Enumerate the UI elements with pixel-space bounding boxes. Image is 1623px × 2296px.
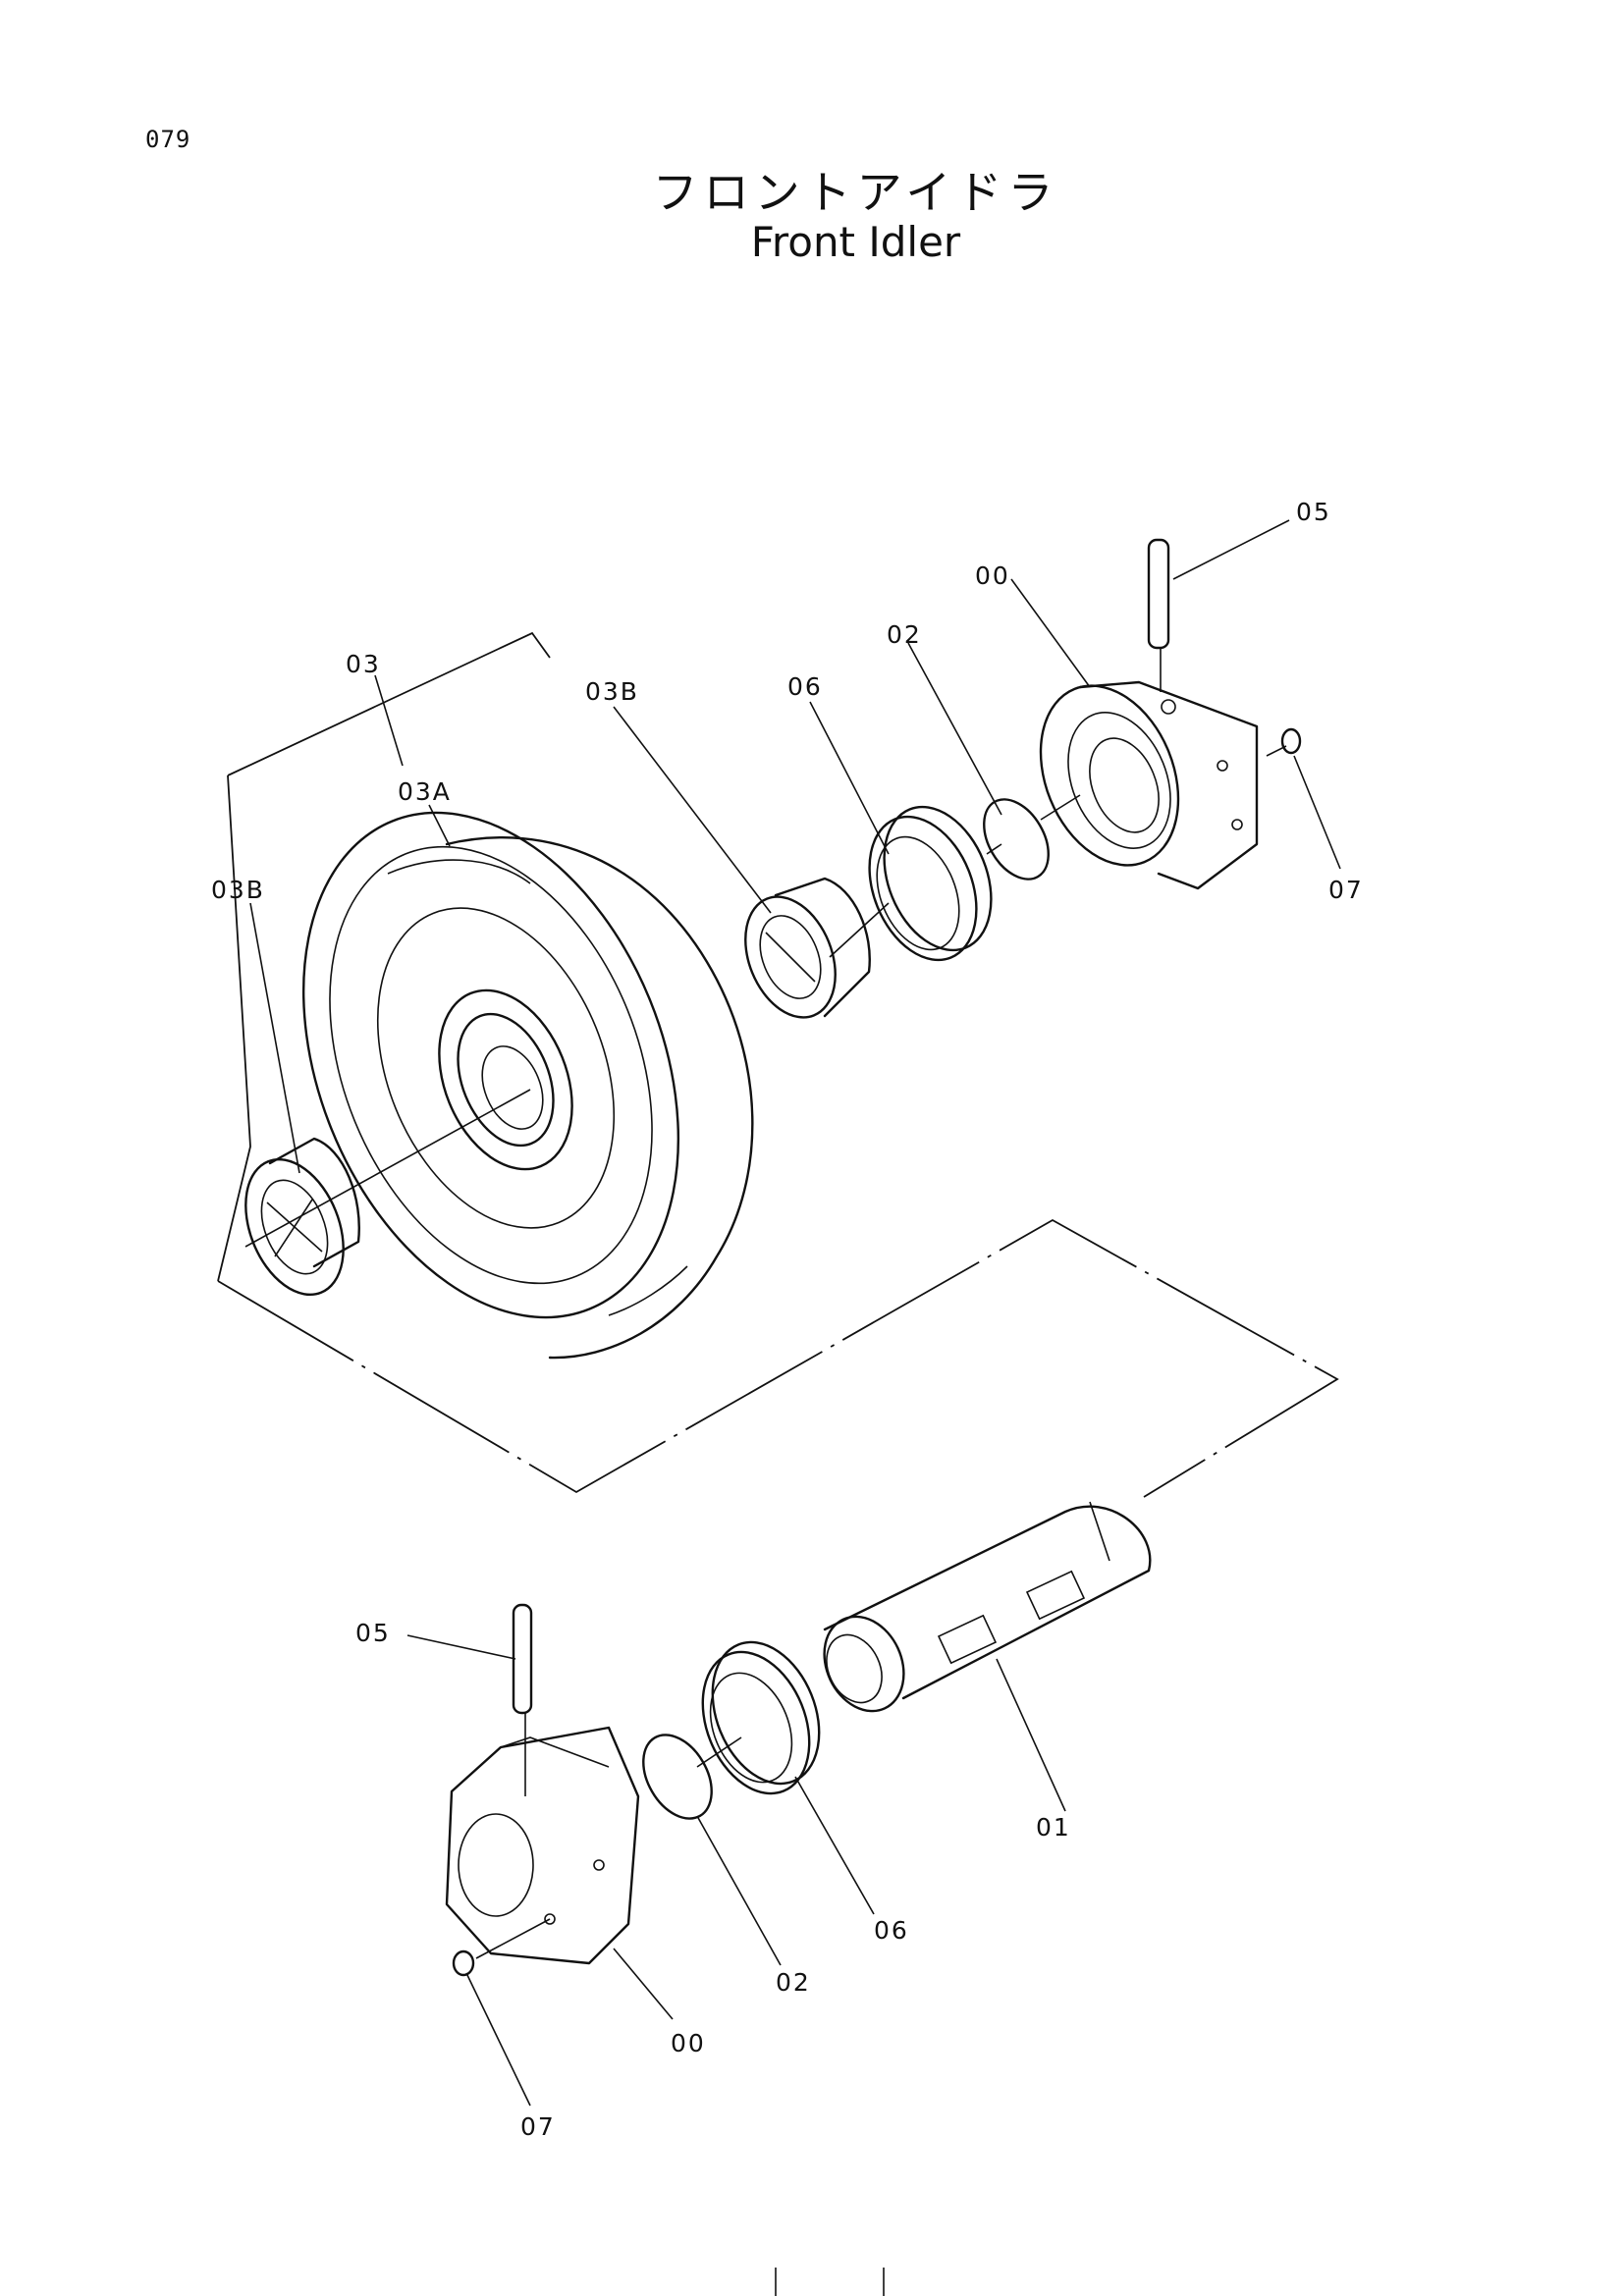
plug-07-upper bbox=[1280, 727, 1302, 755]
bushing-03b-right bbox=[744, 877, 871, 1019]
callout-upper-03b-right: 03B bbox=[585, 677, 639, 706]
callout-03: 03 bbox=[346, 650, 381, 678]
seal-06-lower bbox=[701, 1640, 821, 1795]
callout-upper-05: 05 bbox=[1296, 498, 1331, 526]
pin-05-lower bbox=[512, 1603, 533, 1715]
bracket-00-lower bbox=[445, 1726, 640, 1965]
shaft-01 bbox=[823, 1501, 1152, 1713]
callout-upper-02: 02 bbox=[887, 620, 922, 649]
callout-lower-07: 07 bbox=[520, 2112, 556, 2141]
assembly-centerlines bbox=[244, 648, 1287, 1959]
plug-07-lower bbox=[452, 1949, 475, 1977]
scan-marks bbox=[775, 2268, 885, 2296]
bracket-00-upper bbox=[1039, 680, 1259, 890]
bushing-03b-left bbox=[244, 1137, 360, 1297]
callout-upper-06: 06 bbox=[787, 672, 823, 701]
leader-lines bbox=[249, 519, 1341, 2107]
o-ring-02-upper bbox=[983, 798, 1050, 881]
seal-06-upper bbox=[868, 805, 993, 962]
title-english: Front Idler bbox=[750, 218, 961, 266]
callout-labels: 05 00 02 06 03B 03 03A 03B 07 05 01 06 0… bbox=[211, 498, 1364, 2141]
callout-upper-00: 00 bbox=[975, 561, 1010, 590]
idler-wheel-03a bbox=[301, 811, 754, 1360]
assembly-frame bbox=[217, 631, 1339, 1498]
callout-lower-06: 06 bbox=[874, 1916, 909, 1945]
callout-lower-00: 00 bbox=[671, 2029, 706, 2057]
callout-upper-07: 07 bbox=[1328, 876, 1364, 904]
callout-upper-03b-left: 03B bbox=[211, 876, 265, 904]
o-ring-02-lower bbox=[642, 1734, 713, 1820]
callout-lower-02: 02 bbox=[776, 1968, 811, 1997]
page-number: 079 bbox=[145, 126, 191, 153]
pin-05-upper bbox=[1147, 538, 1170, 650]
callout-03a: 03A bbox=[398, 777, 452, 806]
callout-lower-01: 01 bbox=[1036, 1813, 1071, 1842]
callout-lower-05: 05 bbox=[355, 1619, 391, 1647]
title-japanese: フロントアイドラ bbox=[652, 166, 1059, 219]
